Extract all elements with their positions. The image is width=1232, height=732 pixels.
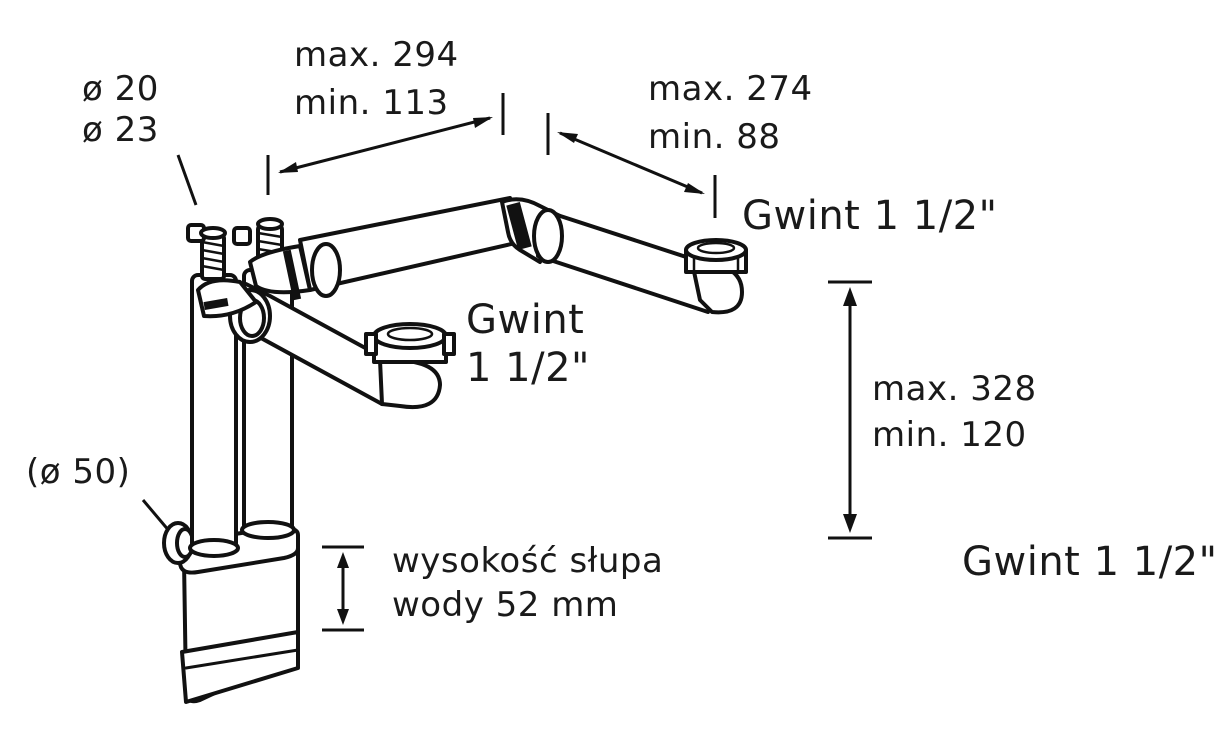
dimension-294-max-label: max. 294	[294, 35, 459, 75]
water-column-label-line1: wysokość słupa	[392, 541, 664, 581]
dimension-88-min-label: min. 88	[648, 117, 781, 157]
thread-label-right: Gwint 1 1/2"	[742, 193, 998, 239]
diameter-50-label: (ø 50)	[26, 452, 131, 492]
dimension-113-min-label: min. 113	[294, 83, 449, 123]
upper-branch-pipe	[298, 196, 744, 315]
dimension-328-arrow	[828, 280, 872, 540]
water-column-label-line2: wody 52 mm	[392, 585, 619, 625]
dimension-120-min-label: min. 120	[872, 415, 1027, 455]
overflow-outlet-50	[162, 521, 195, 565]
lower-branch-threaded-connector	[364, 322, 456, 364]
thread-label-bottom-right: Gwint 1 1/2"	[962, 539, 1218, 585]
upper-branch-threaded-connector	[684, 238, 748, 274]
dimension-328-max-label: max. 328	[872, 369, 1037, 409]
dimension-274-arrow	[546, 113, 717, 218]
hose-connector-left	[186, 223, 227, 281]
dimension-274-max-label: max. 274	[648, 69, 813, 109]
thread-label-middle-line1: Gwint	[466, 297, 585, 343]
diameter-20-label: ø 20	[82, 69, 159, 109]
lower-branch-pipe	[228, 282, 442, 409]
dimension-294-arrow	[266, 93, 505, 195]
tee-junction	[196, 244, 312, 319]
thread-label-middle-line2: 1 1/2"	[466, 345, 590, 391]
diameter-23-label: ø 23	[82, 110, 159, 150]
leader-lines	[141, 154, 198, 533]
dimension-water-column-arrow	[322, 545, 364, 632]
